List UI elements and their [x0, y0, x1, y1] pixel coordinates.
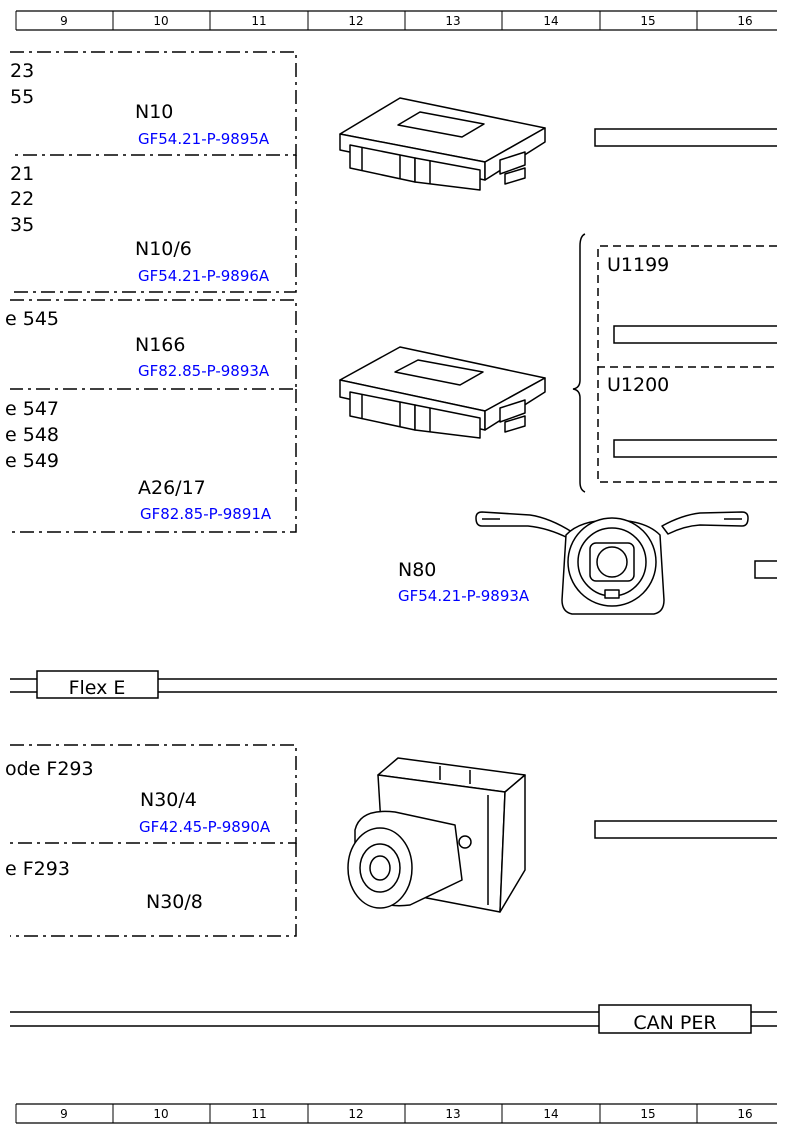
component-box-n166: [10, 299, 297, 390]
ruler-column-label: 16: [737, 14, 752, 28]
wire-stub: [754, 560, 777, 579]
ruler-column-label: 15: [640, 14, 655, 28]
doc-link-n10-6[interactable]: GF54.21-P-9896A: [138, 267, 270, 285]
wire-stub: [613, 439, 777, 458]
group-text-line: 35: [10, 214, 34, 236]
ruler-column-label: 10: [153, 14, 168, 28]
group-text-line: 21: [10, 163, 34, 185]
column-ruler-bottom: 9 10 11 12 13 14 15 16: [15, 1103, 777, 1124]
ruler-column-label: 13: [445, 1107, 460, 1121]
component-box-n30-8: [10, 843, 297, 937]
wire-stub: [594, 820, 777, 839]
ruler-column-label: 12: [348, 14, 363, 28]
group-text-line: ode F293: [5, 758, 94, 780]
component-box-n10-6: [10, 155, 297, 293]
wire-stub: [594, 128, 777, 147]
group-text-line: 22: [10, 188, 34, 210]
component-label-n30-4: N30/4: [140, 789, 197, 811]
component-label-n10: N10: [135, 101, 173, 123]
component-box-n30-4: [10, 744, 297, 844]
ruler-column-label: 14: [543, 14, 558, 28]
component-label-n30-8: N30/8: [146, 891, 203, 913]
steering-column-module-icon: [475, 511, 749, 615]
doc-link-n30-4[interactable]: GF42.45-P-9890A: [139, 818, 271, 836]
wire-stub: [613, 325, 777, 344]
group-text-line: e 548: [5, 424, 59, 446]
component-label-n10-6: N10/6: [135, 238, 192, 260]
bus-label-flex-e: Flex E: [69, 677, 126, 699]
variant-label-u1199: U1199: [607, 254, 669, 276]
variant-box-u1200: [597, 367, 777, 483]
group-text-line: e F293: [5, 858, 70, 880]
group-text-line: e 545: [5, 308, 59, 330]
ruler-column-label: 16: [737, 1107, 752, 1121]
component-label-n80: N80: [398, 559, 436, 581]
doc-link-n80[interactable]: GF54.21-P-9893A: [398, 587, 530, 605]
variant-box-u1199: [597, 245, 777, 368]
ruler-column-label: 12: [348, 1107, 363, 1121]
group-text-line: 23: [10, 60, 34, 82]
column-ruler-top: 9 10 11 12 13 14 15 16: [15, 10, 777, 31]
component-box-n10: [10, 51, 297, 156]
doc-link-n166[interactable]: GF82.85-P-9893A: [138, 362, 270, 380]
ruler-column-label: 11: [251, 14, 266, 28]
bus-label-can-per: CAN PER: [633, 1012, 716, 1034]
ruler-column-label: 13: [445, 14, 460, 28]
ruler-column-label: 11: [251, 1107, 266, 1121]
ruler-column-label: 15: [640, 1107, 655, 1121]
group-text-line: e 549: [5, 450, 59, 472]
control-unit-icon: [339, 346, 546, 439]
group-text-line: 55: [10, 86, 34, 108]
bus-label-box-can-per: [598, 1004, 752, 1034]
variant-label-u1200: U1200: [607, 374, 669, 396]
group-text-line: e 547: [5, 398, 59, 420]
control-unit-icon: [339, 97, 546, 191]
ruler-column-label: 9: [60, 1107, 68, 1121]
doc-link-a26-17[interactable]: GF82.85-P-9891A: [140, 505, 272, 523]
abs-hydraulic-unit-icon: [347, 757, 526, 913]
component-box-a26-17: [10, 389, 297, 533]
component-label-a26-17: A26/17: [138, 477, 206, 499]
ruler-column-label: 14: [543, 1107, 558, 1121]
ruler-column-label: 10: [153, 1107, 168, 1121]
bus-label-box-flex-e: [36, 670, 159, 699]
component-label-n166: N166: [135, 334, 185, 356]
ruler-column-label: 9: [60, 14, 68, 28]
variant-brace: [572, 233, 586, 493]
doc-link-n10[interactable]: GF54.21-P-9895A: [138, 130, 270, 148]
